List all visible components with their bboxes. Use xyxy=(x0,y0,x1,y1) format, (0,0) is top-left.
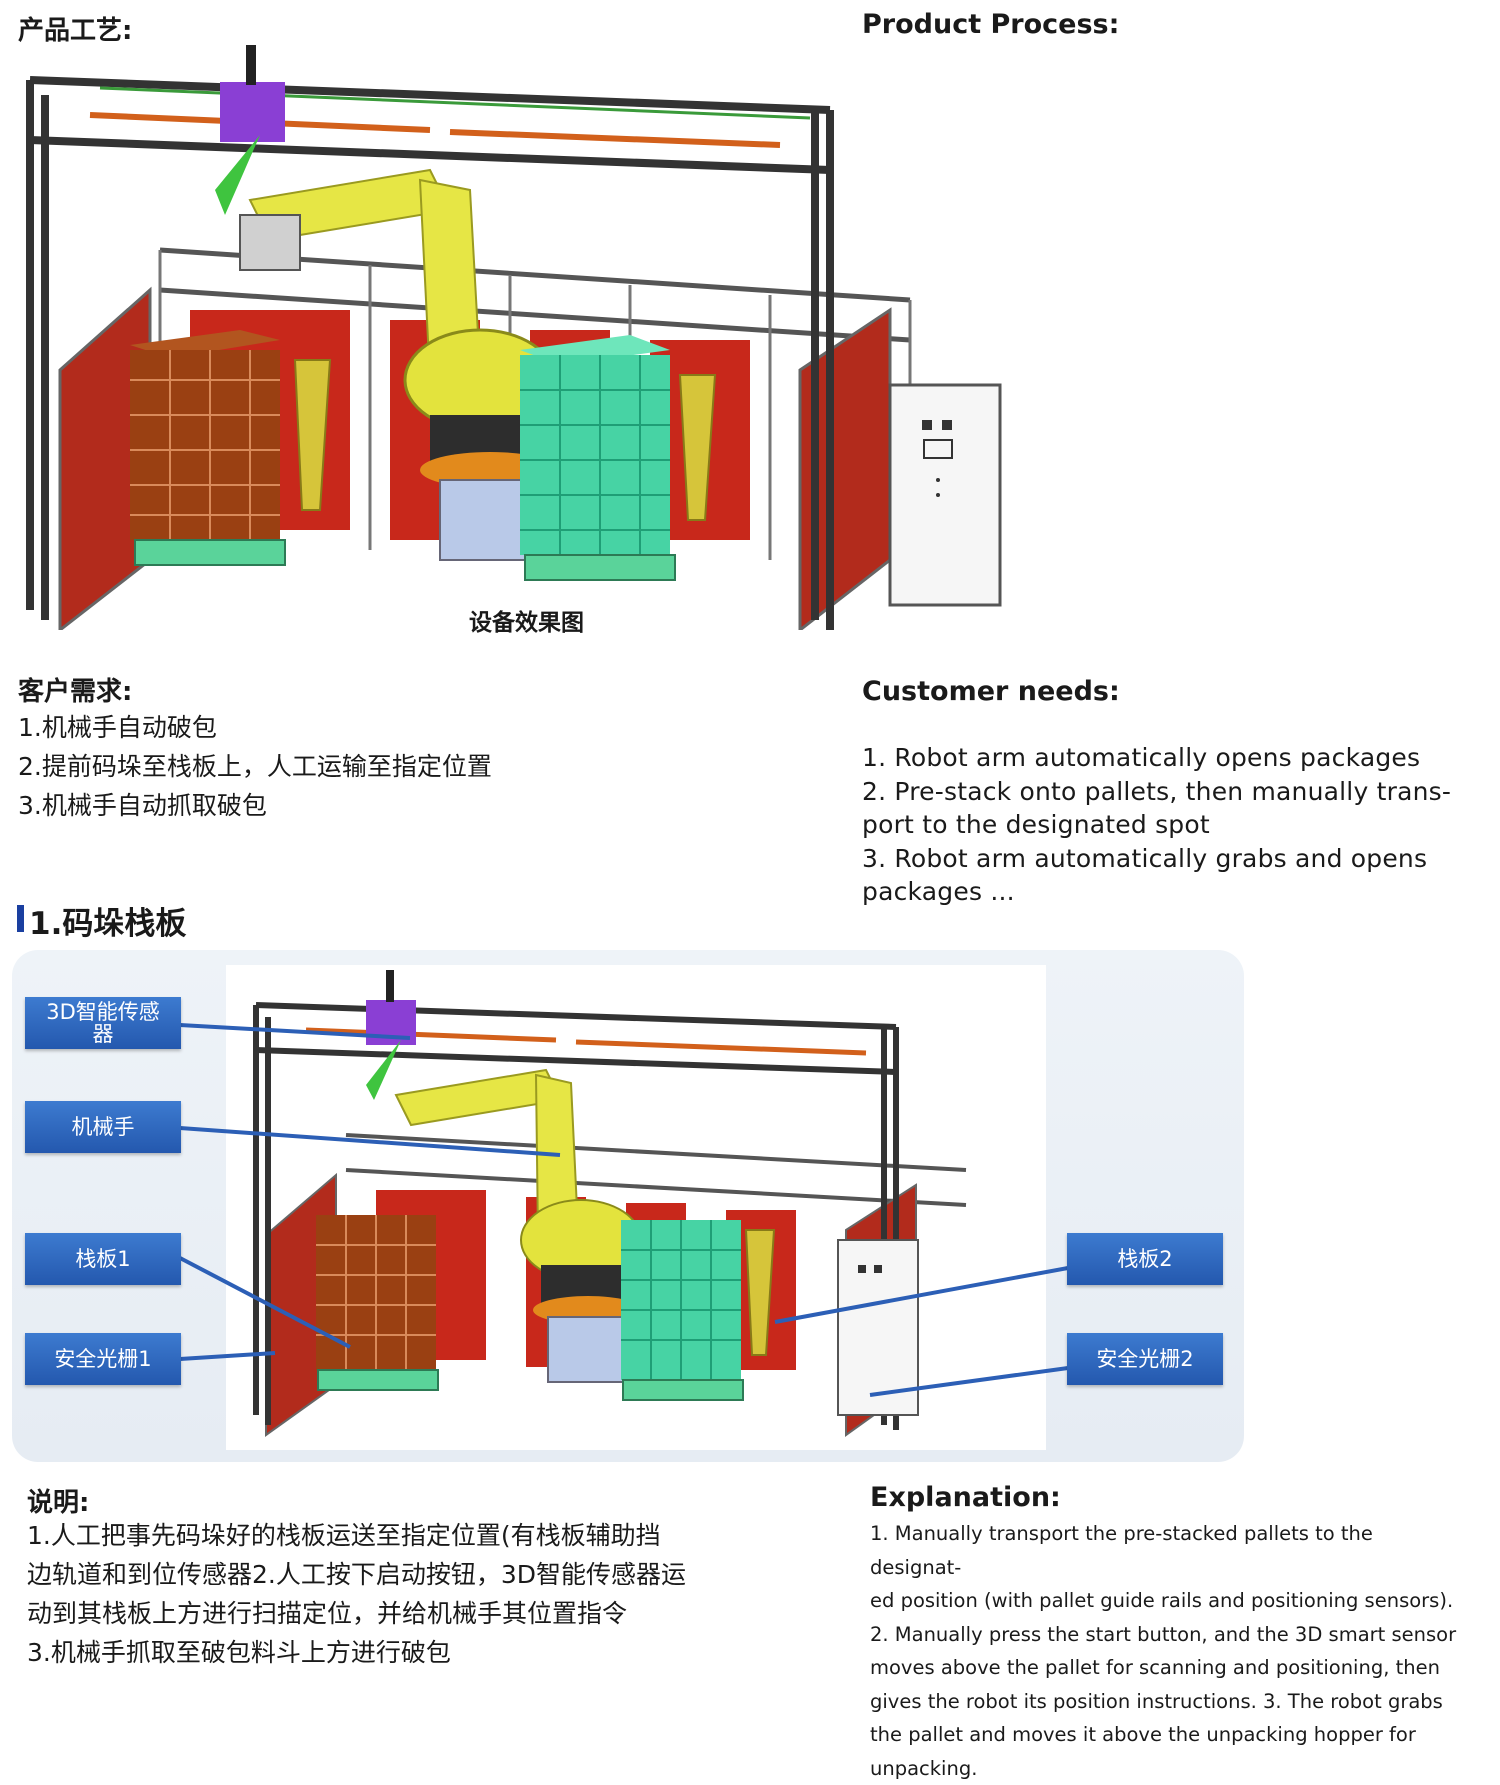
customer-need-en-line-1: 1. Robot arm automatically opens package… xyxy=(862,741,1451,775)
callout-lines xyxy=(0,950,1244,1462)
explanation-heading-cn: 说明: xyxy=(27,1482,89,1519)
label-3d-sensor: 3D智能传感器 xyxy=(25,997,181,1049)
3d-sensor-carriage xyxy=(220,82,285,142)
customer-needs-list-cn: 1.机械手自动破包 2.提前码垛至栈板上，人工运输至指定位置 3.机械手自动抓取… xyxy=(18,708,492,825)
label-light-curtain-1: 安全光栅1 xyxy=(25,1333,181,1385)
customer-need-cn-1: 1.机械手自动破包 xyxy=(18,708,492,747)
explanation-heading-en: Explanation: xyxy=(870,1482,1061,1513)
figure-caption: 设备效果图 xyxy=(469,603,584,637)
explanation-en-line-2: ed position (with pallet guide rails and… xyxy=(870,1584,1470,1618)
customer-need-en-line-4: 3. Robot arm automatically grabs and ope… xyxy=(862,842,1451,876)
explanation-en-line-1: 1. Manually transport the pre-stacked pa… xyxy=(870,1517,1470,1584)
explanation-en-line-3: 2. Manually press the start button, and … xyxy=(870,1618,1470,1652)
section-title: 1.码垛栈板 xyxy=(29,898,186,943)
explanation-en-line-4: moves above the pallet for scanning and … xyxy=(870,1651,1470,1685)
control-cabinet xyxy=(890,385,1000,605)
explanation-cn-line-4: 3.机械手抓取至破包料斗上方进行破包 xyxy=(27,1633,686,1672)
green-stack xyxy=(520,335,675,580)
customer-need-en-line-2: 2. Pre-stack onto pallets, then manually… xyxy=(862,775,1451,809)
explanation-cn-line-2: 边轨道和到位传感器2.人工按下启动按钮，3D智能传感器运 xyxy=(27,1555,686,1594)
explanation-cn-line-1: 1.人工把事先码垛好的栈板运送至指定位置(有栈板辅助挡 xyxy=(27,1516,686,1555)
explanation-en-line-6: the pallet and moves it above the unpack… xyxy=(870,1718,1470,1752)
customer-need-en-line-3: port to the designated spot xyxy=(862,808,1451,842)
customer-needs-heading-cn: 客户需求: xyxy=(18,671,132,708)
customer-needs-heading-en: Customer needs: xyxy=(862,676,1120,707)
explanation-cn-line-3: 动到其栈板上方进行扫描定位，并给机械手其位置指令 xyxy=(27,1594,686,1633)
title-en: Product Process: xyxy=(862,9,1119,40)
customer-need-cn-2: 2.提前码垛至栈板上，人工运输至指定位置 xyxy=(18,747,492,786)
brown-stack xyxy=(130,330,285,565)
label-pallet-2: 栈板2 xyxy=(1067,1233,1223,1285)
explanation-en-line-5: gives the robot its position instruction… xyxy=(870,1685,1470,1719)
customer-needs-list-en: 1. Robot arm automatically opens package… xyxy=(862,741,1451,909)
explanation-list-en: 1. Manually transport the pre-stacked pa… xyxy=(870,1517,1470,1785)
customer-need-en-line-5: packages ... xyxy=(862,875,1451,909)
label-pallet-1: 栈板1 xyxy=(25,1233,181,1285)
label-robot: 机械手 xyxy=(25,1101,181,1153)
equipment-illustration xyxy=(10,40,1020,630)
explanation-list-cn: 1.人工把事先码垛好的栈板运送至指定位置(有栈板辅助挡 边轨道和到位传感器2.人… xyxy=(27,1516,686,1672)
label-light-curtain-2: 安全光栅2 xyxy=(1067,1333,1223,1385)
customer-need-cn-3: 3.机械手自动抓取破包 xyxy=(18,786,492,825)
section-marker xyxy=(17,905,24,932)
